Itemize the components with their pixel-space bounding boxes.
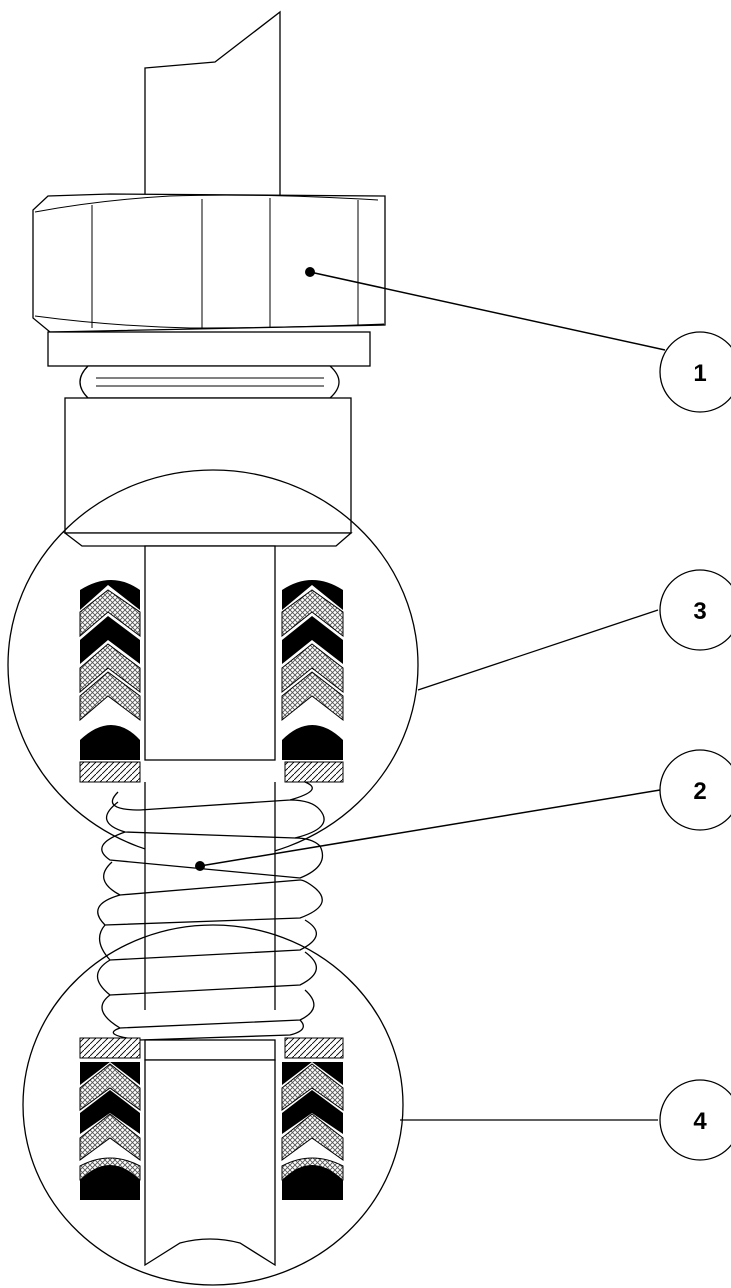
- callout-3: 3: [659, 569, 731, 651]
- detail-circle-lower: [22, 924, 404, 1286]
- packing-stack-upper-left: [79, 580, 141, 783]
- packing-stack-lower-left: [79, 1037, 141, 1200]
- callout-1: 1: [659, 331, 731, 413]
- packing-stack-lower-right: [281, 1037, 344, 1200]
- packing-body: [63, 397, 353, 547]
- leader-line-3: [417, 609, 659, 691]
- inner-stem-lower: [144, 1039, 276, 1267]
- callout-1-label: 1: [693, 360, 706, 387]
- hex-nut: [32, 193, 386, 333]
- neck-groove: [79, 365, 340, 399]
- callout-3-label: 3: [693, 598, 706, 625]
- leader-line-2: [199, 789, 661, 867]
- packing-stack-upper-right: [281, 580, 344, 783]
- inner-stem-upper: [144, 545, 276, 761]
- spring: [96, 781, 325, 1041]
- leader-lines: [195, 267, 666, 1121]
- callout-4: 4: [659, 1079, 731, 1161]
- valve-stem-top: [144, 10, 281, 199]
- callout-2-label: 2: [693, 778, 706, 805]
- callout-4-label: 4: [693, 1108, 707, 1135]
- leader-line-1: [309, 271, 666, 351]
- callout-2: 2: [659, 749, 731, 831]
- nut-collar: [47, 331, 371, 367]
